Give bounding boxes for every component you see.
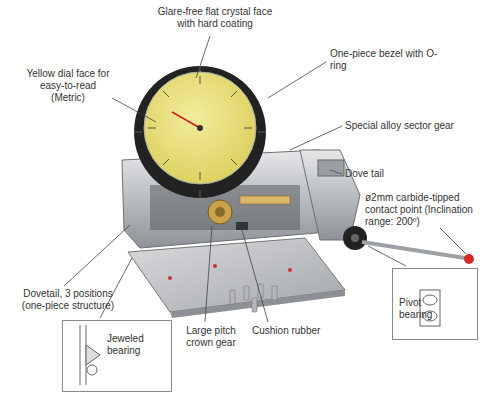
callout-label: Cushion rubber [252,325,332,337]
inset-label: Pivot bearing [399,297,441,321]
callout-label: Yellow dial face for easy-to-read (Metri… [22,68,114,104]
callout-label: One-piece bezel with O-ring [330,48,440,72]
callout-label: Dove tail [345,168,405,180]
callout-label: ø2mm carbide-tipped contact point (Incli… [365,192,480,228]
callout-label: Glare-free flat crystal face with hard c… [150,6,280,30]
callout-label: Dovetail, 3 positions (one-piece structu… [12,288,124,312]
inset-box: Jeweled bearing [62,320,172,392]
inset-label: Jeweled bearing [107,333,163,357]
callout-label: Special alloy sector gear [345,120,475,132]
inset-box: Pivot bearing [392,268,478,340]
callout-label: Large pitch crown gear [176,325,246,349]
